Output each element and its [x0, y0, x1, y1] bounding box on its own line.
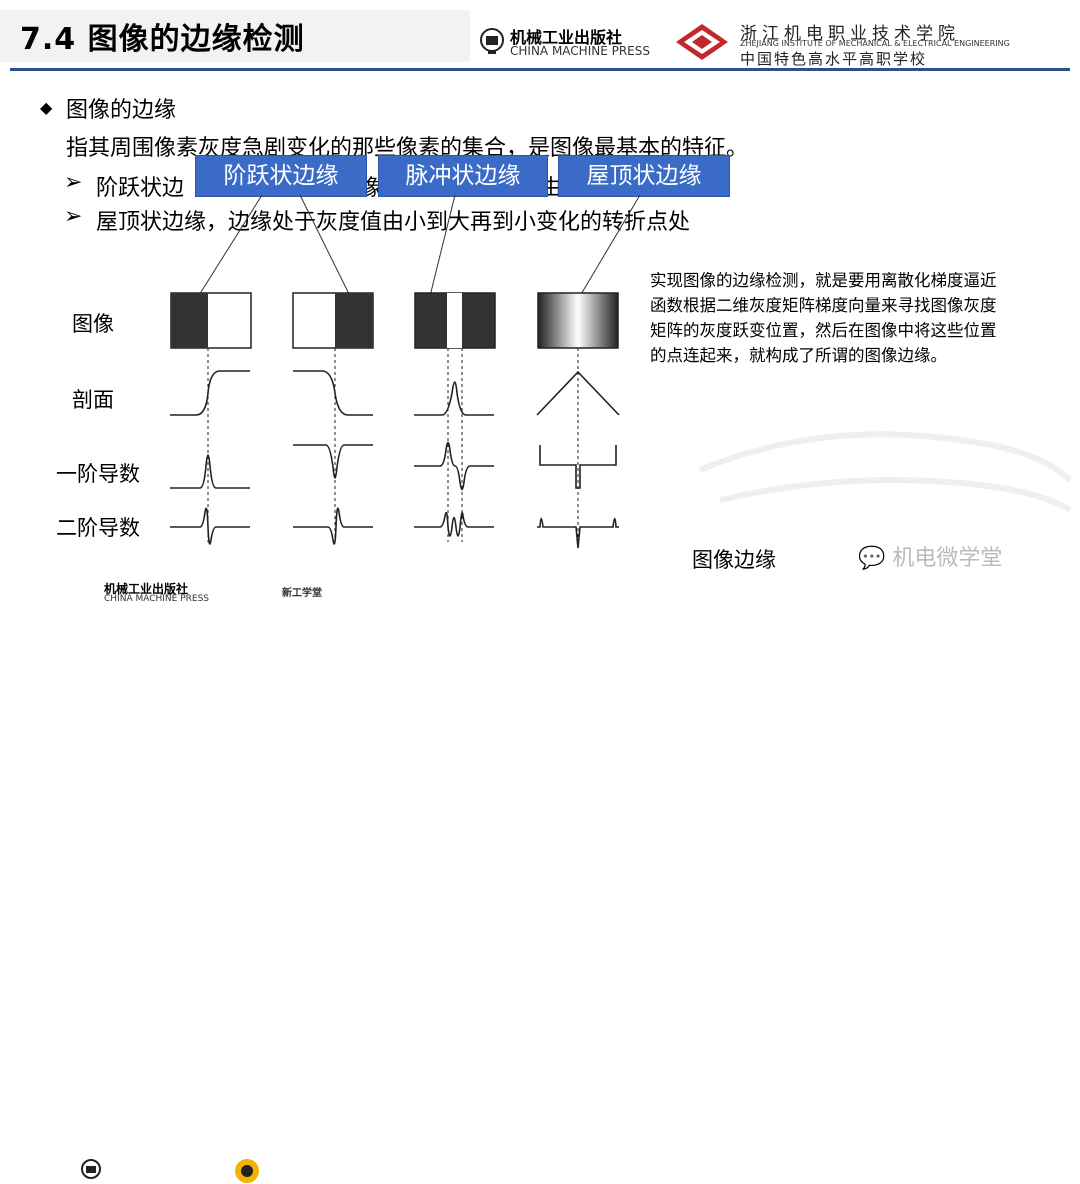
d1-roof [539, 445, 617, 489]
profile-row [170, 370, 620, 416]
background-decoration [698, 431, 1073, 513]
footer-xingong-logo-icon [235, 1159, 259, 1183]
explanation-text: 实现图像的边缘检测，就是要用离散化梯度逼近函数根据二维灰度矩阵梯度向量来寻找图像… [650, 271, 997, 365]
title-underline [10, 68, 1070, 71]
guide-lines [207, 348, 579, 542]
row-label-second-derivative: 二阶导数 [56, 516, 140, 540]
d1-step-down [293, 444, 373, 479]
callout-pointers [195, 194, 641, 301]
school-name-art: 浙江机电职业技术学院 [740, 24, 960, 44]
diagram-caption: 图像边缘 [692, 548, 776, 572]
profile-roof [536, 370, 620, 416]
first-derivative-row [170, 441, 617, 491]
footer-publisher-cn: 机械工业出版社 [104, 582, 189, 596]
second-derivative-row [170, 507, 619, 549]
footer-publisher-en: CHINA MACHINE PRESS [104, 594, 209, 604]
watermark-text: 机电微学堂 [892, 546, 1003, 571]
page-title: 7.4 图像的边缘检测 [20, 22, 305, 57]
school-emblem-icon [676, 24, 728, 60]
profile-step-up [170, 370, 250, 416]
arrow-bullet-icon: ➢ [64, 170, 83, 195]
wechat-watermark: 💬 机电微学堂 [858, 540, 1002, 572]
footer-cmp-logo-icon [81, 1159, 101, 1179]
bullet1-text-left: 阶跃状边 [96, 176, 185, 201]
d1-pulse [414, 441, 494, 491]
row-label-first-derivative: 一阶导数 [56, 462, 140, 486]
wechat-icon: 💬 [858, 546, 886, 571]
school-name-cn: 中国特色高水平高职学校 [740, 50, 928, 68]
image-row [170, 292, 619, 349]
d2-step-up [170, 507, 250, 545]
row-label-image: 图像 [72, 312, 114, 336]
d1-step-up [170, 454, 250, 489]
d2-roof [537, 517, 619, 549]
slide-header: 7.4 图像的边缘检测 机械工业出版社 CHINA MACHINE PRESS … [0, 0, 1080, 70]
callout-pulse-edge: 脉冲状边缘 [378, 155, 548, 197]
profile-step-down [293, 370, 373, 416]
arrow-bullet-icon: ➢ [64, 204, 83, 229]
profile-pulse [414, 381, 494, 416]
callout-step-edge: 阶跃状边缘 [195, 155, 367, 197]
publisher-en: CHINA MACHINE PRESS [510, 44, 650, 58]
bullet2-text: 屋顶状边缘，边缘处于灰度值由小到大再到小变化的转折点处 [96, 210, 691, 235]
section-heading: 图像的边缘 [66, 98, 177, 123]
footer-logo2-text: 新工学堂 [282, 588, 322, 599]
cmp-logo-icon [480, 28, 504, 54]
edge-diagram [170, 194, 1073, 549]
roof-image [537, 292, 619, 349]
step-image-2-dark [335, 293, 373, 348]
publisher-cn: 机械工业出版社 [510, 28, 623, 47]
title-bar [0, 10, 470, 62]
step-image-1-dark [171, 293, 208, 348]
pulse-image-light [447, 293, 462, 348]
callout-roof-edge: 屋顶状边缘 [558, 155, 730, 197]
row-label-profile: 剖面 [72, 388, 114, 412]
diamond-bullet-icon: ◆ [40, 98, 53, 117]
d2-pulse [414, 512, 494, 537]
school-name-en: ZHEJIANG INSTITUTE OF MECHANICAL & ELECT… [740, 39, 1010, 48]
d2-step-down [293, 507, 373, 545]
